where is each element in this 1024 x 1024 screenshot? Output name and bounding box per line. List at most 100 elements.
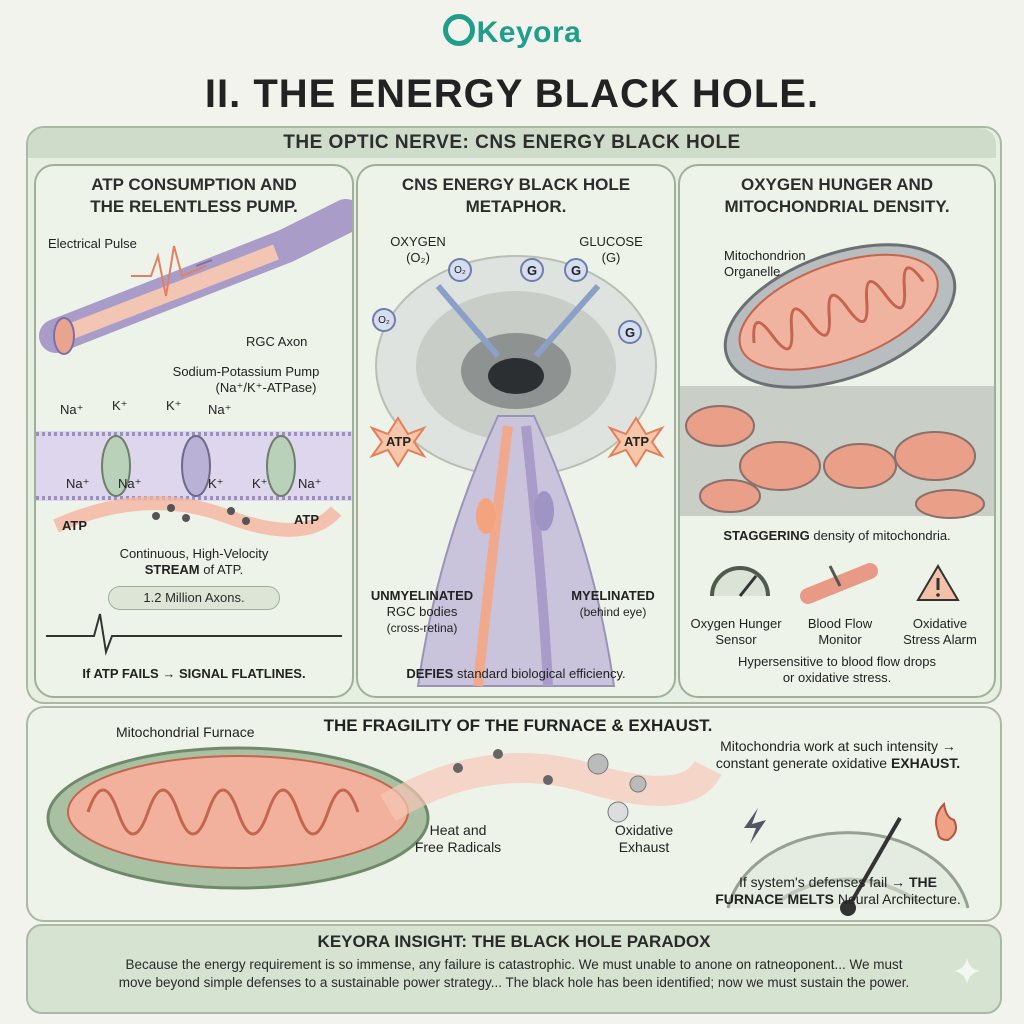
k-ion-label: K⁺ (208, 476, 224, 491)
keyora-insight-box: KEYORA INSIGHT: THE BLACK HOLE PARADOX B… (26, 924, 1002, 1014)
work-line2: constant generate oxidative EXHAUST. (715, 755, 961, 771)
myelinated-label: MYELINATED (571, 588, 655, 603)
exhaust-label-2: Exhaust (618, 839, 670, 855)
furnace-illustration (46, 746, 970, 916)
electrical-pulse-wave (131, 245, 207, 297)
unmyelinated-label: UNMYELINATED (370, 588, 474, 603)
na-ion-label: Na⁺ (60, 402, 84, 417)
pump-channel-3 (266, 435, 296, 497)
panel2-title-line1: CNS ENERGY BLACK HOLE (401, 175, 631, 194)
myelinated-sub: (behind eye) (579, 605, 647, 619)
heat-label-1: Heat and (429, 822, 487, 838)
heat-label-2: Free Radicals (414, 839, 502, 855)
unmyelinated-sub1: RGC bodies (386, 604, 458, 619)
defies-statement: DEFIES standard biological efficiency. (406, 666, 626, 681)
atp-stream (53, 496, 342, 537)
g-symbol: G (624, 325, 636, 340)
oxygen-sub-label: (O₂) (406, 250, 430, 265)
blood-flow-label-1: Blood Flow (807, 616, 873, 631)
optic-nerve-trunk (416, 415, 616, 687)
panel3-title-line2: MITOCHONDRIAL DENSITY. (724, 197, 950, 216)
gauge-needle (846, 816, 902, 910)
panel-furnace-exhaust: Mitochondrial Furnace THE FRAGILITY OF T… (26, 706, 1002, 922)
na-ion-label: Na⁺ (298, 476, 322, 491)
atp-burst-left (369, 416, 427, 468)
glucose-molecule (618, 320, 642, 344)
brand-name: Keyora (476, 16, 582, 49)
myelinated-node (534, 491, 554, 531)
sparkle-icon (954, 958, 980, 984)
axon-cross-section (53, 317, 75, 355)
brand-logo: Keyora (0, 14, 1024, 50)
stream-line1: Continuous, High-Velocity (119, 546, 269, 561)
glucose-molecule (564, 258, 588, 282)
bottom-title: THE FRAGILITY OF THE FURNACE & EXHAUST. (323, 716, 713, 735)
o2-molecule (448, 258, 472, 282)
rgc-axon-label: RGC Axon (246, 334, 308, 349)
panel1-title-line2: THE RELENTLESS PUMP. (90, 197, 298, 216)
stress-alarm-label-2: Stress Alarm (903, 632, 977, 647)
stress-alarm-label-1: Oxidative (912, 616, 968, 631)
panel-atp-consumption: ATP CONSUMPTION AND THE RELENTLESS PUMP.… (34, 164, 354, 698)
work-line1: Mitochondria work at such intensity → (720, 738, 956, 754)
na-ion-label: Na⁺ (208, 402, 232, 417)
glucose-sub-label: (G) (601, 250, 621, 265)
insight-text-line1: Because the energy requirement is so imm… (125, 957, 903, 972)
atp-label-right: ATP (294, 512, 320, 527)
exhaust-plume (380, 753, 722, 821)
k-ion-label: K⁺ (166, 398, 182, 413)
pump-channel-2 (181, 435, 211, 497)
panel-black-hole-metaphor: CNS ENERGY BLACK HOLE METAPHOR. OXYGEN (… (356, 164, 676, 698)
key-logo-icon (442, 14, 475, 46)
oxygen-sensor-label-2: Sensor (715, 632, 757, 647)
electrical-pulse-label: Electrical Pulse (48, 236, 137, 251)
axon-core (61, 244, 279, 342)
glucose-molecule (520, 258, 544, 282)
k-ion-label: K⁺ (252, 476, 268, 491)
insight-title: KEYORA INSIGHT: THE BLACK HOLE PARADOX (317, 932, 711, 951)
hypersensitive-line1: Hypersensitive to blood flow drops (738, 654, 936, 669)
organelle-label-line2: Organelle (724, 264, 781, 279)
o2-molecule (372, 308, 396, 332)
rgc-cell-body (476, 498, 496, 534)
defense-line2: FURNACE MELTS Neural Architecture. (715, 891, 961, 907)
glucose-arrow (533, 284, 601, 358)
hypersensitive-line2: or oxidative stress. (782, 670, 892, 685)
atp-label-right: ATP (624, 434, 650, 449)
defense-line1: If system's defenses fail → THE (739, 874, 937, 890)
panel3-title-line1: OXYGEN HUNGER AND (740, 175, 934, 194)
panel1-title-line1: ATP CONSUMPTION AND (91, 175, 297, 194)
k-ion-label: K⁺ (112, 398, 128, 413)
unmyelinated-fiber (473, 425, 513, 687)
unmyelinated-sub2: (cross-retina) (386, 621, 458, 635)
page-title: II. THE ENERGY BLACK HOLE. (204, 72, 820, 116)
insight-text: Because the energy requirement is so imm… (68, 956, 960, 992)
atp-label-left: ATP (62, 518, 88, 533)
blood-flow-label-2: Monitor (818, 632, 862, 647)
atp-label-left: ATP (386, 434, 412, 449)
pump-label-line2: (Na⁺/K⁺-ATPase) (215, 380, 317, 395)
na-ion-label: Na⁺ (118, 476, 142, 491)
insight-text-line2: move beyond simple defenses to a sustain… (118, 975, 910, 990)
oxygen-arrow (435, 284, 501, 358)
black-hole-center (488, 358, 544, 394)
atp-burst-right (607, 416, 665, 468)
mitochondria-illustration (680, 243, 994, 604)
stream-line2: STREAM of ATP. (144, 562, 244, 577)
gauge-icon (710, 566, 770, 597)
section-banner: THE OPTIC NERVE: CNS ENERGY BLACK HOLE (28, 128, 996, 158)
axon-illustration (36, 199, 352, 656)
oxygen-label: OXYGEN (390, 234, 446, 249)
glucose-label: GLUCOSE (579, 234, 643, 249)
organelle-label-line1: Mitochondrion (724, 248, 806, 263)
large-mitochondrion (723, 243, 957, 389)
atp-fail-statement: If ATP FAILS → SIGNAL FLATLINES. (82, 666, 306, 681)
lightning-icon (744, 808, 766, 844)
myelinated-fiber (521, 425, 553, 687)
flame-icon (935, 801, 957, 842)
pump-channel-1 (101, 435, 131, 497)
panel-oxygen-hunger: OXYGEN HUNGER AND MITOCHONDRIAL DENSITY.… (678, 164, 996, 698)
o2-symbol: O₂ (378, 315, 390, 326)
density-statement: STAGGERING density of mitochondria. (723, 528, 951, 543)
axon-count-badge: 1.2 Million Axons. (108, 586, 280, 610)
